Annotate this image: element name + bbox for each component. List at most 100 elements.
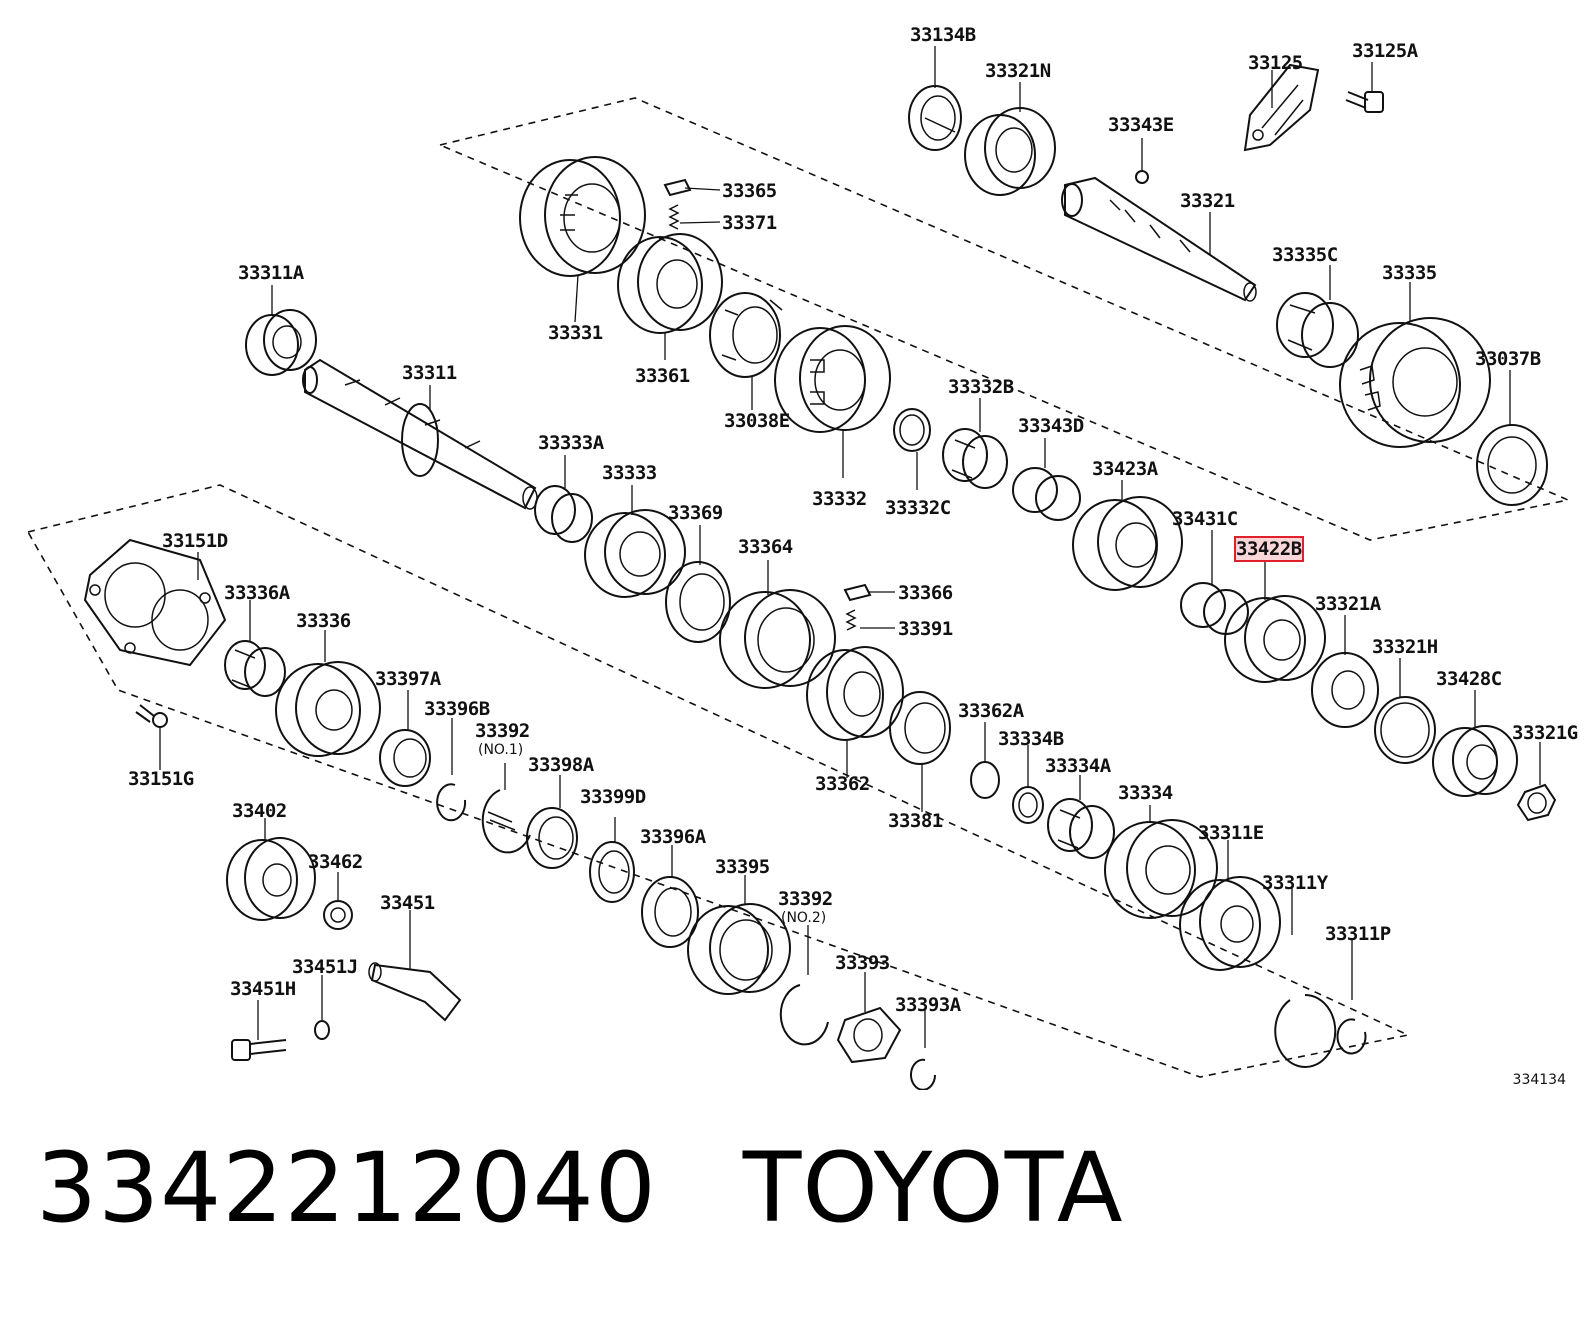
part-33334B <box>1012 786 1044 824</box>
label-33332[interactable]: 33332 <box>812 488 867 510</box>
label-33462[interactable]: 33462 <box>308 851 363 873</box>
label-33311Y[interactable]: 33311Y <box>1262 872 1328 894</box>
diagram-reference-code: 334134 <box>1512 1072 1566 1088</box>
label-33335[interactable]: 33335 <box>1382 262 1437 284</box>
label-33037B[interactable]: 33037B <box>1475 348 1541 370</box>
part-33392-no2 <box>779 984 829 1046</box>
label-33321G[interactable]: 33321G <box>1512 722 1578 744</box>
label-33362[interactable]: 33362 <box>815 773 870 795</box>
label-33134B[interactable]: 33134B <box>910 24 976 46</box>
label-33331[interactable]: 33331 <box>548 322 603 344</box>
label-33151G[interactable]: 33151G <box>128 768 194 790</box>
part-33393 <box>836 1006 902 1064</box>
label-33395[interactable]: 33395 <box>715 856 770 878</box>
label-33311[interactable]: 33311 <box>402 362 457 384</box>
part-33402 <box>226 837 316 921</box>
label-33343E[interactable]: 33343E <box>1108 114 1174 136</box>
label-33311A[interactable]: 33311A <box>238 262 304 284</box>
label-33151D[interactable]: 33151D <box>162 530 228 552</box>
label-33393A[interactable]: 33393A <box>895 994 961 1016</box>
label-33334[interactable]: 33334 <box>1118 782 1173 804</box>
label-33396A[interactable]: 33396A <box>640 826 706 848</box>
label-33428C[interactable]: 33428C <box>1436 668 1502 690</box>
part-33331 <box>519 156 646 277</box>
label-33336A[interactable]: 33336A <box>224 582 290 604</box>
part-33334A <box>1047 798 1115 859</box>
part-33335 <box>1339 317 1491 448</box>
part-33336 <box>275 661 381 757</box>
label-33365[interactable]: 33365 <box>722 180 777 202</box>
label-33311E[interactable]: 33311E <box>1198 822 1264 844</box>
label-33369[interactable]: 33369 <box>668 502 723 524</box>
part-number: 3342212040 <box>36 1132 657 1244</box>
label-33399D[interactable]: 33399D <box>580 786 646 808</box>
label-33038E[interactable]: 33038E <box>724 410 790 432</box>
label-33334A[interactable]: 33334A <box>1045 755 1111 777</box>
part-33396B <box>436 783 467 822</box>
label-33336[interactable]: 33336 <box>296 610 351 632</box>
part-33422B <box>1224 595 1326 683</box>
part-33334 <box>1104 819 1218 919</box>
label-33335C[interactable]: 33335C <box>1272 244 1338 266</box>
part-33321N <box>964 107 1056 196</box>
label-33364[interactable]: 33364 <box>738 536 793 558</box>
label-33392-no2[interactable]: 33392 <box>778 888 833 910</box>
part-33381 <box>889 691 951 765</box>
label-33371[interactable]: 33371 <box>722 212 777 234</box>
label-33311P[interactable]: 33311P <box>1325 923 1391 945</box>
part-33451 <box>368 962 462 1022</box>
exploded-parts-diagram: 33134B 33321N 33125 33125A 33343E 33321 … <box>26 24 1578 1091</box>
label-33402[interactable]: 33402 <box>232 800 287 822</box>
upper-group-boundary <box>437 97 1571 541</box>
label-33332B[interactable]: 33332B <box>948 376 1014 398</box>
part-33332B <box>942 428 1008 489</box>
label-33366[interactable]: 33366 <box>898 582 953 604</box>
label-33391[interactable]: 33391 <box>898 618 953 640</box>
part-33311 <box>302 358 538 510</box>
label-33381[interactable]: 33381 <box>888 810 943 832</box>
label-33321[interactable]: 33321 <box>1180 190 1235 212</box>
label-33125[interactable]: 33125 <box>1248 52 1303 74</box>
part-33332C <box>893 408 931 452</box>
part-33343E <box>1135 170 1149 184</box>
label-33321A[interactable]: 33321A <box>1315 593 1381 615</box>
label-33431C[interactable]: 33431C <box>1172 508 1238 530</box>
part-33451J <box>314 1020 330 1040</box>
label-33422B[interactable]: 33422B <box>1234 536 1304 562</box>
part-33321A <box>1311 652 1379 728</box>
label-33333[interactable]: 33333 <box>602 462 657 484</box>
label-33332C[interactable]: 33332C <box>885 497 951 519</box>
part-33428C <box>1432 725 1518 797</box>
part-33391 <box>845 609 857 631</box>
label-33343D[interactable]: 33343D <box>1018 415 1084 437</box>
label-33398A[interactable]: 33398A <box>528 754 594 776</box>
label-33321H[interactable]: 33321H <box>1372 636 1438 658</box>
label-33361[interactable]: 33361 <box>635 365 690 387</box>
label-33451J[interactable]: 33451J <box>292 956 358 978</box>
part-33335C <box>1276 292 1359 368</box>
part-33397A <box>379 729 431 787</box>
label-33397A[interactable]: 33397A <box>375 668 441 690</box>
label-33423A[interactable]: 33423A <box>1092 458 1158 480</box>
part-33362A <box>970 761 1000 799</box>
label-33333A[interactable]: 33333A <box>538 432 604 454</box>
part-33311Y <box>1274 993 1337 1068</box>
label-33451[interactable]: 33451 <box>380 892 435 914</box>
part-33371 <box>668 204 680 230</box>
part-33398A <box>526 807 578 869</box>
part-33362 <box>806 646 904 741</box>
label-33451H[interactable]: 33451H <box>230 978 296 1000</box>
part-33395 <box>687 903 791 995</box>
label-33334B[interactable]: 33334B <box>998 728 1064 750</box>
label-33393[interactable]: 33393 <box>835 952 890 974</box>
leader-lines <box>159 46 1541 1048</box>
parts-drawing <box>26 46 1571 1091</box>
label-33392-no1[interactable]: 33392 <box>475 720 530 742</box>
part-33399D <box>589 841 635 903</box>
label-33125A[interactable]: 33125A <box>1352 40 1418 62</box>
label-33362A[interactable]: 33362A <box>958 700 1024 722</box>
part-33037B <box>1476 424 1548 506</box>
label-33396B[interactable]: 33396B <box>424 698 490 720</box>
label-33321N[interactable]: 33321N <box>985 60 1051 82</box>
